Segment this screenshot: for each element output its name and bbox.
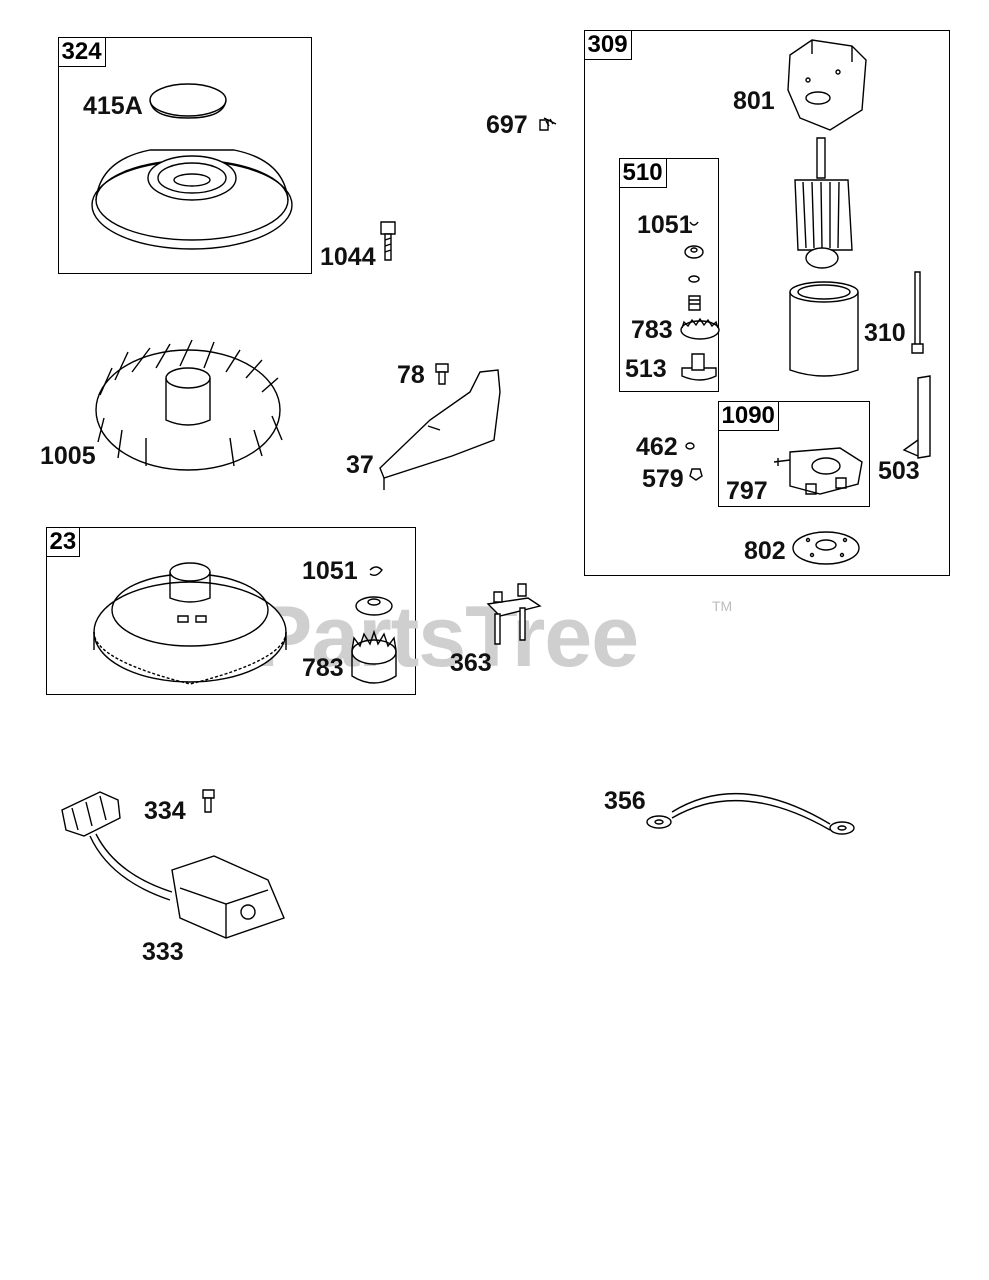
box-309: 309 — [583, 29, 950, 576]
label-415a: 415A — [83, 92, 143, 120]
part-356-ground-wire — [647, 794, 854, 834]
part-801-bracket — [788, 40, 866, 130]
part-1044-bolt — [381, 222, 395, 260]
label-783-box23: 783 — [302, 654, 344, 682]
label-310: 310 — [864, 319, 906, 347]
label-1051-box510: 1051 — [637, 211, 693, 239]
label-1051-box23: 1051 — [302, 557, 358, 585]
box-23: 23 — [45, 526, 416, 695]
part-armature — [795, 138, 852, 268]
part-802-end-plate — [793, 532, 859, 564]
label-37: 37 — [346, 451, 374, 479]
label-801: 801 — [733, 87, 775, 115]
part-333-ignition-module — [62, 792, 284, 938]
part-23-gear-set — [352, 567, 396, 683]
label-797: 797 — [726, 477, 768, 505]
part-697-screw — [540, 118, 556, 130]
label-462: 462 — [636, 433, 678, 461]
label-356: 356 — [604, 787, 646, 815]
box-23-tag: 23 — [45, 526, 81, 557]
label-802: 802 — [744, 537, 786, 565]
part-324-blower-housing — [92, 150, 292, 249]
box-510-tag: 510 — [618, 157, 667, 188]
part-503-strap — [904, 376, 930, 458]
box-1090-tag: 1090 — [717, 400, 779, 431]
label-1005: 1005 — [40, 442, 96, 470]
part-510-drive-kit — [681, 222, 719, 380]
part-1005-fan — [96, 340, 282, 470]
part-1090-brush-holder — [686, 443, 862, 494]
part-415a-cap — [150, 84, 226, 118]
label-1044: 1044 — [320, 243, 376, 271]
part-363-bracket — [488, 584, 540, 644]
label-333: 333 — [142, 938, 184, 966]
label-579: 579 — [642, 465, 684, 493]
label-78: 78 — [397, 361, 425, 389]
part-37-shroud — [380, 370, 500, 490]
box-1090: 1090 — [717, 400, 870, 507]
watermark-tm: TM — [712, 598, 733, 614]
label-334: 334 — [144, 797, 186, 825]
part-23-flywheel — [94, 563, 286, 684]
part-334-screw — [203, 790, 214, 812]
box-324-tag: 324 — [57, 36, 106, 67]
part-310-motor-housing — [790, 272, 923, 376]
box-324: 324 — [57, 36, 312, 274]
label-363: 363 — [450, 649, 492, 677]
label-697: 697 — [486, 111, 528, 139]
watermark: PartsTree — [255, 589, 639, 685]
box-309-tag: 309 — [583, 29, 632, 60]
box-510: 510 — [618, 157, 719, 392]
label-783-box510: 783 — [631, 316, 673, 344]
label-513: 513 — [625, 355, 667, 383]
part-78-screw — [436, 364, 448, 384]
label-503: 503 — [878, 457, 920, 485]
